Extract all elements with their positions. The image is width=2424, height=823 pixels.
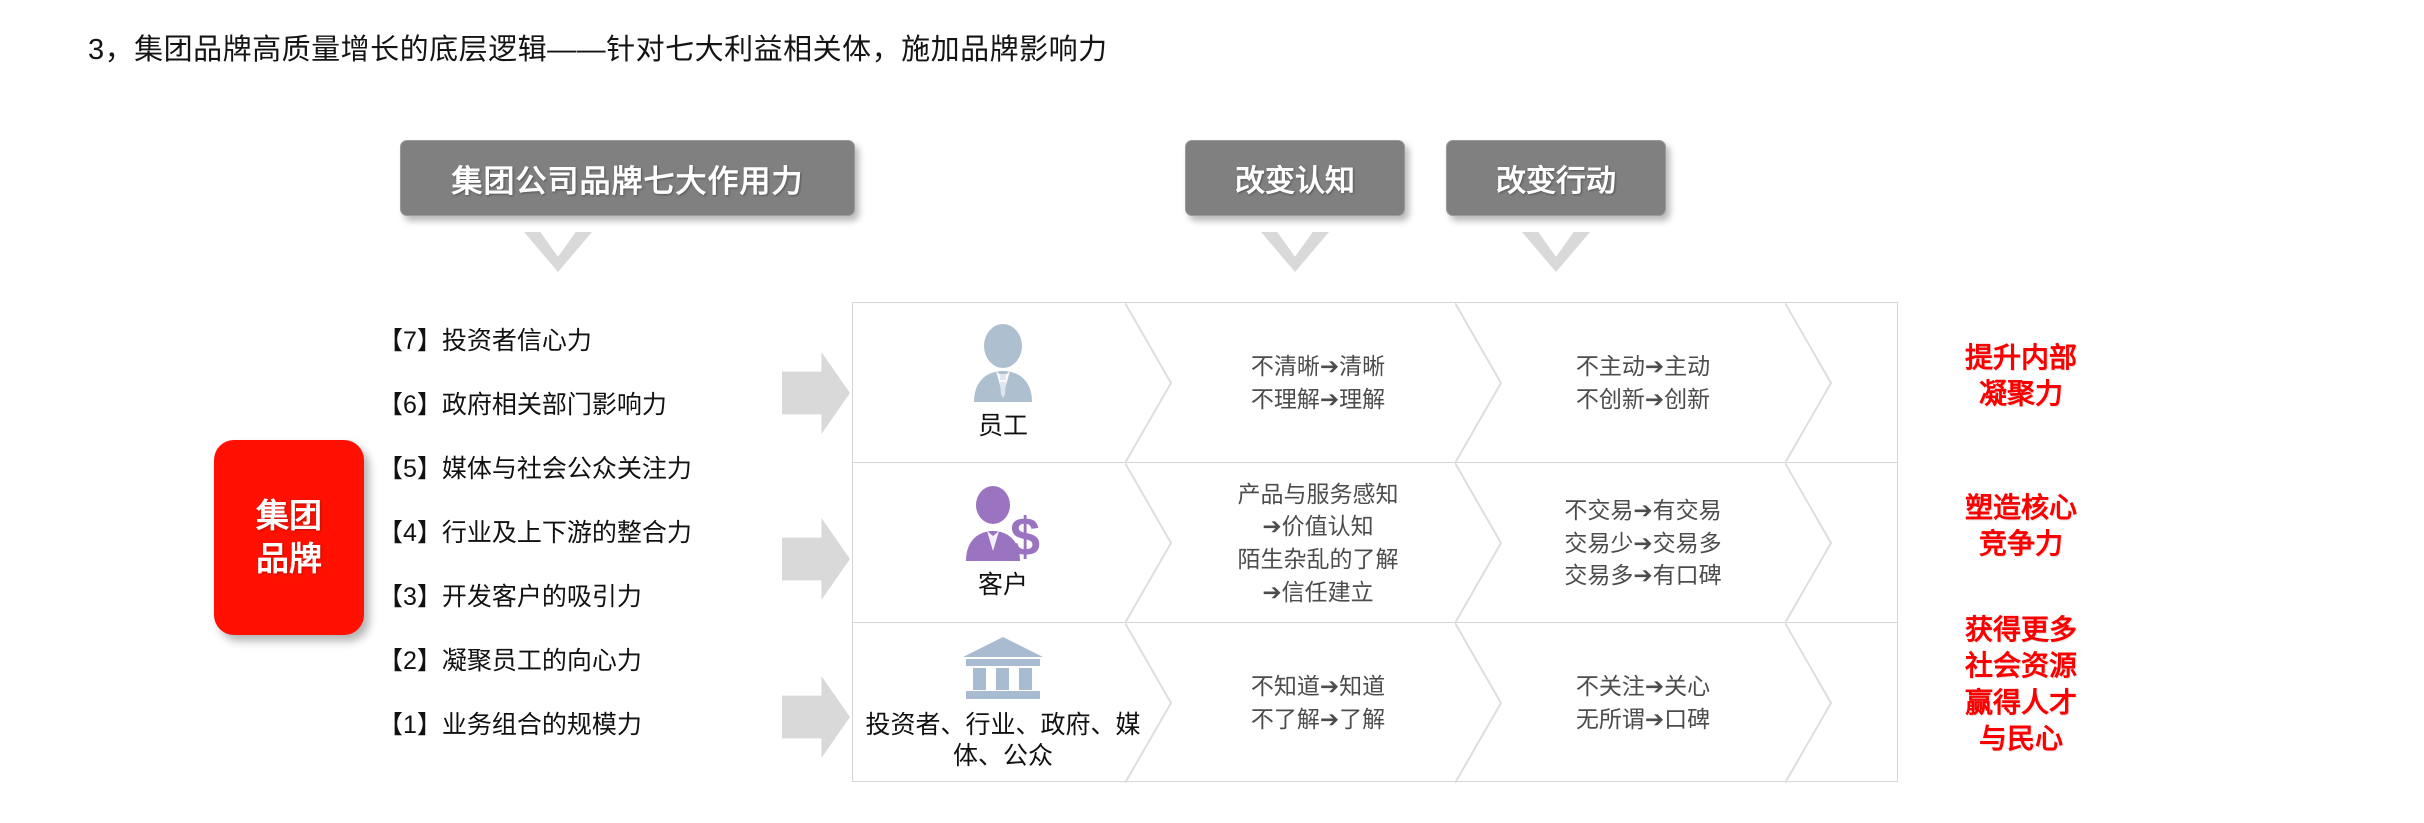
matrix-actor-label-1: 员工 bbox=[977, 412, 1028, 441]
change-line: 产品与服务感知 bbox=[1237, 480, 1399, 507]
change-line: 陌生杂乱的了解 bbox=[1237, 546, 1399, 572]
table-row: 投资者、行业、政府、媒体、公众 不知道➔知道 不了解➔了解 不关注➔关心 无所谓… bbox=[853, 623, 1897, 783]
table-row: 员工 不清晰➔清晰 不理解➔理解 不主动➔主动 不创新➔创新 bbox=[853, 303, 1897, 463]
outcome-line: 提升内部 bbox=[1964, 342, 2077, 373]
matrix-cell-actor-3: 投资者、行业、政府、媒体、公众 bbox=[853, 623, 1153, 783]
matrix-cell-action-2: 不交易➔有交易 交易少➔交易多 交易多➔有口碑 bbox=[1483, 463, 1803, 623]
employee-icon bbox=[960, 324, 1046, 407]
force-item-7[interactable]: 【7】投资者信心力 bbox=[378, 327, 592, 355]
institution-bank-icon bbox=[959, 635, 1047, 706]
outcome-text-2: 塑造核心 竞争力 bbox=[1906, 490, 2136, 563]
matrix-cell-action-1: 不主动➔主动 不创新➔创新 bbox=[1483, 303, 1803, 463]
arrow-right-icon-row-1 bbox=[782, 352, 850, 434]
change-line: 不清晰➔清晰 bbox=[1250, 353, 1386, 380]
stakeholder-matrix: 员工 不清晰➔清晰 不理解➔理解 不主动➔主动 不创新➔创新 bbox=[852, 302, 1898, 783]
matrix-cell-cognition-1: 不清晰➔清晰 不理解➔理解 bbox=[1153, 303, 1483, 463]
force-item-6[interactable]: 【6】政府相关部门影响力 bbox=[378, 391, 667, 419]
header-pill-change-cognition[interactable]: 改变认知 bbox=[1185, 140, 1405, 216]
force-item-2[interactable]: 【2】凝聚员工的向心力 bbox=[378, 647, 642, 675]
matrix-cell-cognition-3: 不知道➔知道 不了解➔了解 bbox=[1153, 623, 1483, 783]
matrix-cell-actor-1: 员工 bbox=[853, 303, 1153, 463]
chevron-down-icon-change-action bbox=[1522, 232, 1590, 272]
force-item-3[interactable]: 【3】开发客户的吸引力 bbox=[378, 583, 642, 611]
outcome-line: 凝聚力 bbox=[1978, 378, 2063, 410]
change-line: 不了解➔了解 bbox=[1250, 706, 1386, 732]
change-line: 不创新➔创新 bbox=[1575, 386, 1711, 412]
matrix-cell-action-3: 不关注➔关心 无所谓➔口碑 bbox=[1483, 623, 1803, 783]
brand-box-line1: 集团 bbox=[256, 497, 322, 535]
page-title: 3，集团品牌高质量增长的底层逻辑——针对七大利益相关体，施加品牌影响力 bbox=[88, 34, 1108, 66]
table-row: $ 客户 产品与服务感知 ➔价值认知 陌生杂乱的了解 ➔信任建立 不交易➔有交易… bbox=[853, 463, 1897, 623]
outcome-text-3: 获得更多 社会资源 赢得人才 与民心 bbox=[1906, 612, 2136, 758]
outcome-line: 社会资源 bbox=[1964, 650, 2077, 682]
matrix-actor-label-3: 投资者、行业、政府、媒体、公众 bbox=[865, 711, 1141, 770]
customer-money-icon: $ bbox=[955, 485, 1051, 567]
change-line: 交易多➔有口碑 bbox=[1564, 562, 1722, 589]
outcome-line: 赢得人才 bbox=[1964, 686, 2077, 718]
change-line: 不交易➔有交易 bbox=[1564, 497, 1722, 524]
outcome-line: 获得更多 bbox=[1964, 614, 2077, 645]
header-pill-seven-forces[interactable]: 集团公司品牌七大作用力 bbox=[400, 140, 855, 216]
outcome-text-1: 提升内部 凝聚力 bbox=[1906, 340, 2136, 413]
force-item-1[interactable]: 【1】业务组合的规模力 bbox=[378, 711, 642, 739]
change-line: 不理解➔理解 bbox=[1250, 386, 1386, 412]
arrow-right-icon-row-3 bbox=[782, 676, 850, 758]
matrix-actor-label-2: 客户 bbox=[977, 571, 1028, 600]
seven-forces-list: 【7】投资者信心力 【6】政府相关部门影响力 【5】媒体与社会公众关注力 【4】… bbox=[378, 320, 778, 768]
force-item-4[interactable]: 【4】行业及上下游的整合力 bbox=[378, 519, 692, 547]
matrix-cell-cognition-2: 产品与服务感知 ➔价值认知 陌生杂乱的了解 ➔信任建立 bbox=[1153, 463, 1483, 623]
change-line: 不主动➔主动 bbox=[1575, 353, 1711, 380]
change-line: 无所谓➔口碑 bbox=[1575, 706, 1711, 732]
change-line: 不关注➔关心 bbox=[1575, 673, 1711, 700]
brand-box[interactable]: 集团 品牌 bbox=[214, 440, 364, 635]
change-line: 不知道➔知道 bbox=[1250, 673, 1386, 700]
chevron-down-icon-change-cognition bbox=[1261, 232, 1329, 272]
change-line: 交易少➔交易多 bbox=[1564, 529, 1722, 556]
outcome-line: 塑造核心 bbox=[1964, 492, 2077, 523]
change-line: ➔信任建立 bbox=[1262, 578, 1374, 605]
matrix-cell-actor-2: $ 客户 bbox=[853, 463, 1153, 623]
force-item-5[interactable]: 【5】媒体与社会公众关注力 bbox=[378, 455, 692, 483]
header-pill-change-action[interactable]: 改变行动 bbox=[1446, 140, 1666, 216]
brand-box-line2: 品牌 bbox=[256, 539, 322, 577]
arrow-right-icon-row-2 bbox=[782, 518, 850, 600]
outcome-line: 竞争力 bbox=[1978, 528, 2063, 560]
change-line: ➔价值认知 bbox=[1262, 513, 1374, 540]
chevron-down-icon-seven-forces bbox=[524, 232, 592, 272]
outcome-line: 与民心 bbox=[1978, 723, 2063, 755]
svg-text:$: $ bbox=[1010, 507, 1040, 561]
